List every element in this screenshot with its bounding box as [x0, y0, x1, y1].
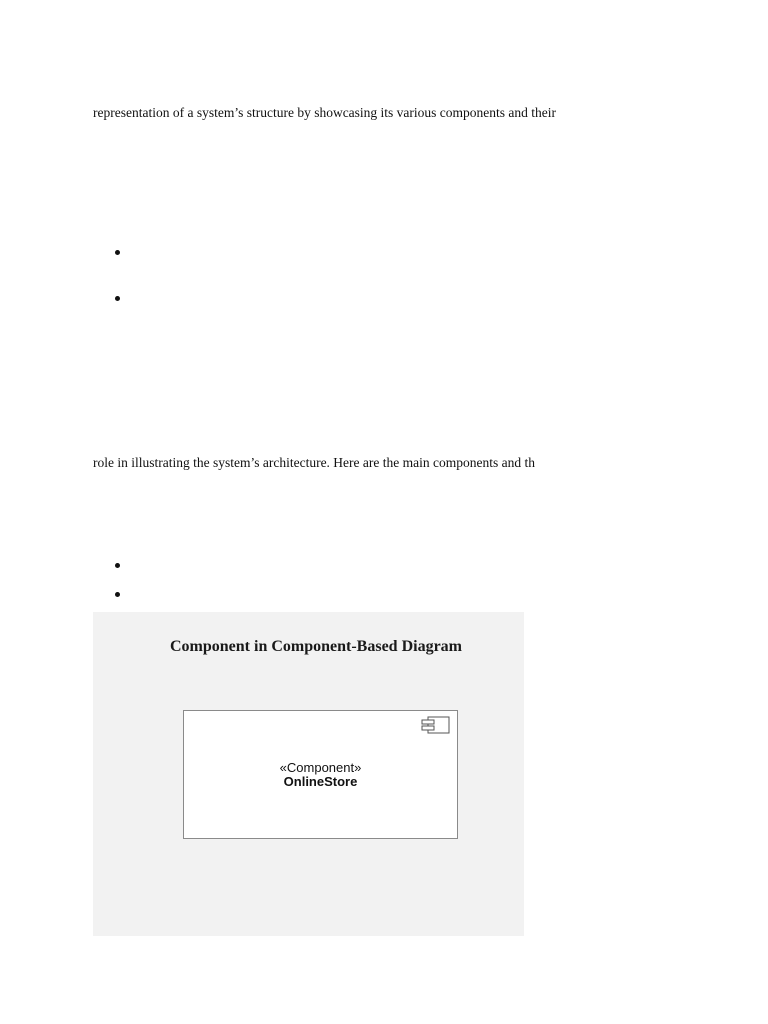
diagram-figure: Component in Component-Based Diagram «Co… [93, 612, 524, 936]
component-stereotype: «Component» [279, 760, 362, 775]
bullet-point [115, 250, 120, 255]
bullet-point [115, 296, 120, 301]
component-box: «Component» OnlineStore [183, 710, 458, 839]
paragraph-text: role in illustrating the system’s archit… [93, 455, 535, 470]
component-name: OnlineStore [283, 774, 358, 789]
figure-title: Component in Component-Based Diagram [169, 638, 462, 655]
uml-component-icon [420, 716, 450, 734]
bullet-point [115, 592, 120, 597]
paragraph-text: representation of a system’s structure b… [93, 105, 557, 120]
bullet-point [115, 563, 120, 568]
